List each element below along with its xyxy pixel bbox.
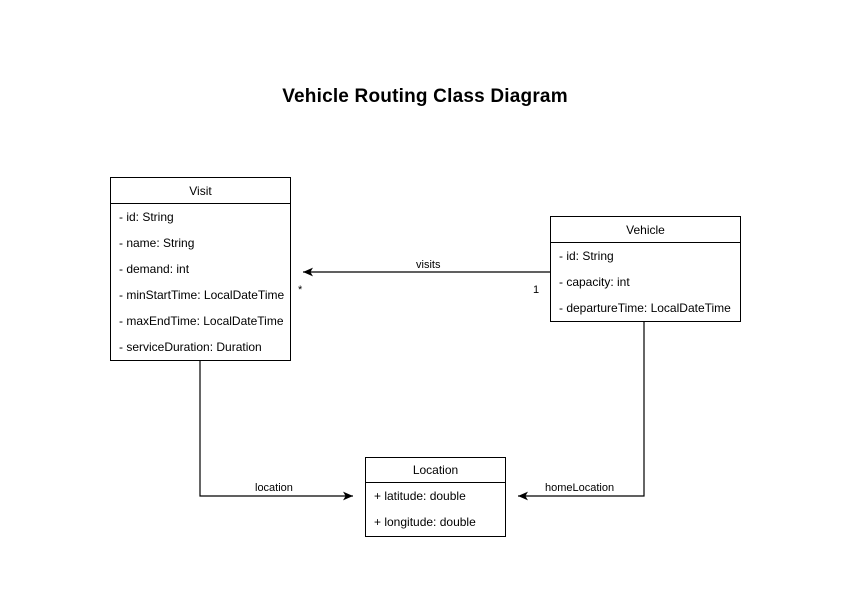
edge-label-location: location [255,482,293,494]
attribute-row: - departureTime: LocalDateTime [559,301,731,315]
class-box-vehicle[interactable]: Vehicle - id: String - capacity: int - d… [550,216,741,322]
multiplicity-vehicle-side: 1 [533,284,540,296]
edge-home-location [518,322,645,501]
attribute-row: - demand: int [119,262,190,276]
attribute-row: - maxEndTime: LocalDateTime [119,314,284,328]
class-name-visit: Visit [111,178,290,204]
class-attributes-vehicle: - id: String - capacity: int - departure… [551,243,740,321]
class-attributes-visit: - id: String - name: String - demand: in… [111,204,290,360]
multiplicity-visit-side: * [298,284,303,296]
edge-label-visits: visits [416,259,441,271]
edge-location [199,361,353,501]
class-name-vehicle: Vehicle [551,217,740,243]
class-box-visit[interactable]: Visit - id: String - name: String - dema… [110,177,291,361]
attribute-row: - serviceDuration: Duration [119,340,262,354]
class-name-location: Location [366,458,505,483]
attribute-row: - minStartTime: LocalDateTime [119,288,285,302]
class-attributes-location: + latitude: double + longitude: double [366,483,505,535]
attribute-row: + longitude: double [374,515,476,529]
attribute-row: - id: String [559,249,614,263]
attribute-row: - name: String [119,236,195,250]
attribute-row: - capacity: int [559,275,630,289]
diagram-title: Vehicle Routing Class Diagram [282,86,568,107]
attribute-row: + latitude: double [374,489,466,503]
class-box-location[interactable]: Location + latitude: double + longitude:… [365,457,506,537]
attribute-row: - id: String [119,210,174,224]
edge-label-home-location: homeLocation [545,482,615,494]
